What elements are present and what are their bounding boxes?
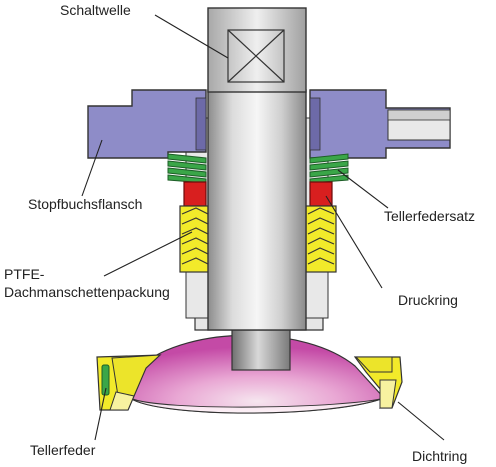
gland-flange xyxy=(87,89,451,159)
leader-stopfbuchsflansch xyxy=(81,139,103,197)
leader-schaltwelle xyxy=(154,14,229,59)
label-druckring: Druckring xyxy=(398,292,458,308)
label-tellerfedersatz: Tellerfedersatz xyxy=(384,208,476,224)
shaft xyxy=(207,7,307,331)
disc-spring-element xyxy=(101,364,110,396)
disc-spring-stack xyxy=(167,153,349,184)
shaft-square-head xyxy=(207,7,307,93)
leader-ptfe xyxy=(103,231,193,277)
leader-druckring xyxy=(325,195,383,289)
label-stopfbuchsflansch: Stopfbuchsflansch xyxy=(28,196,143,212)
pressure-ring-left xyxy=(183,181,207,207)
left-seat-ring xyxy=(96,354,162,411)
label-ptfe-line2: Dachmanschettenpackung xyxy=(4,284,170,300)
shaft-lower-stub xyxy=(231,327,291,371)
label-schaltwelle: Schaltwelle xyxy=(60,2,131,18)
pressure-ring-right xyxy=(309,181,333,207)
label-dichtring: Dichtring xyxy=(412,448,468,464)
label-ptfe-line1: PTFE- xyxy=(4,266,45,282)
right-seat-ring xyxy=(353,356,403,409)
leader-dichtring xyxy=(397,401,445,441)
leader-tellerfedersatz xyxy=(337,169,389,209)
leader-tellerfeder xyxy=(94,387,107,441)
leader-lines xyxy=(81,14,445,441)
label-tellerfeder: Tellerfeder xyxy=(30,442,96,458)
